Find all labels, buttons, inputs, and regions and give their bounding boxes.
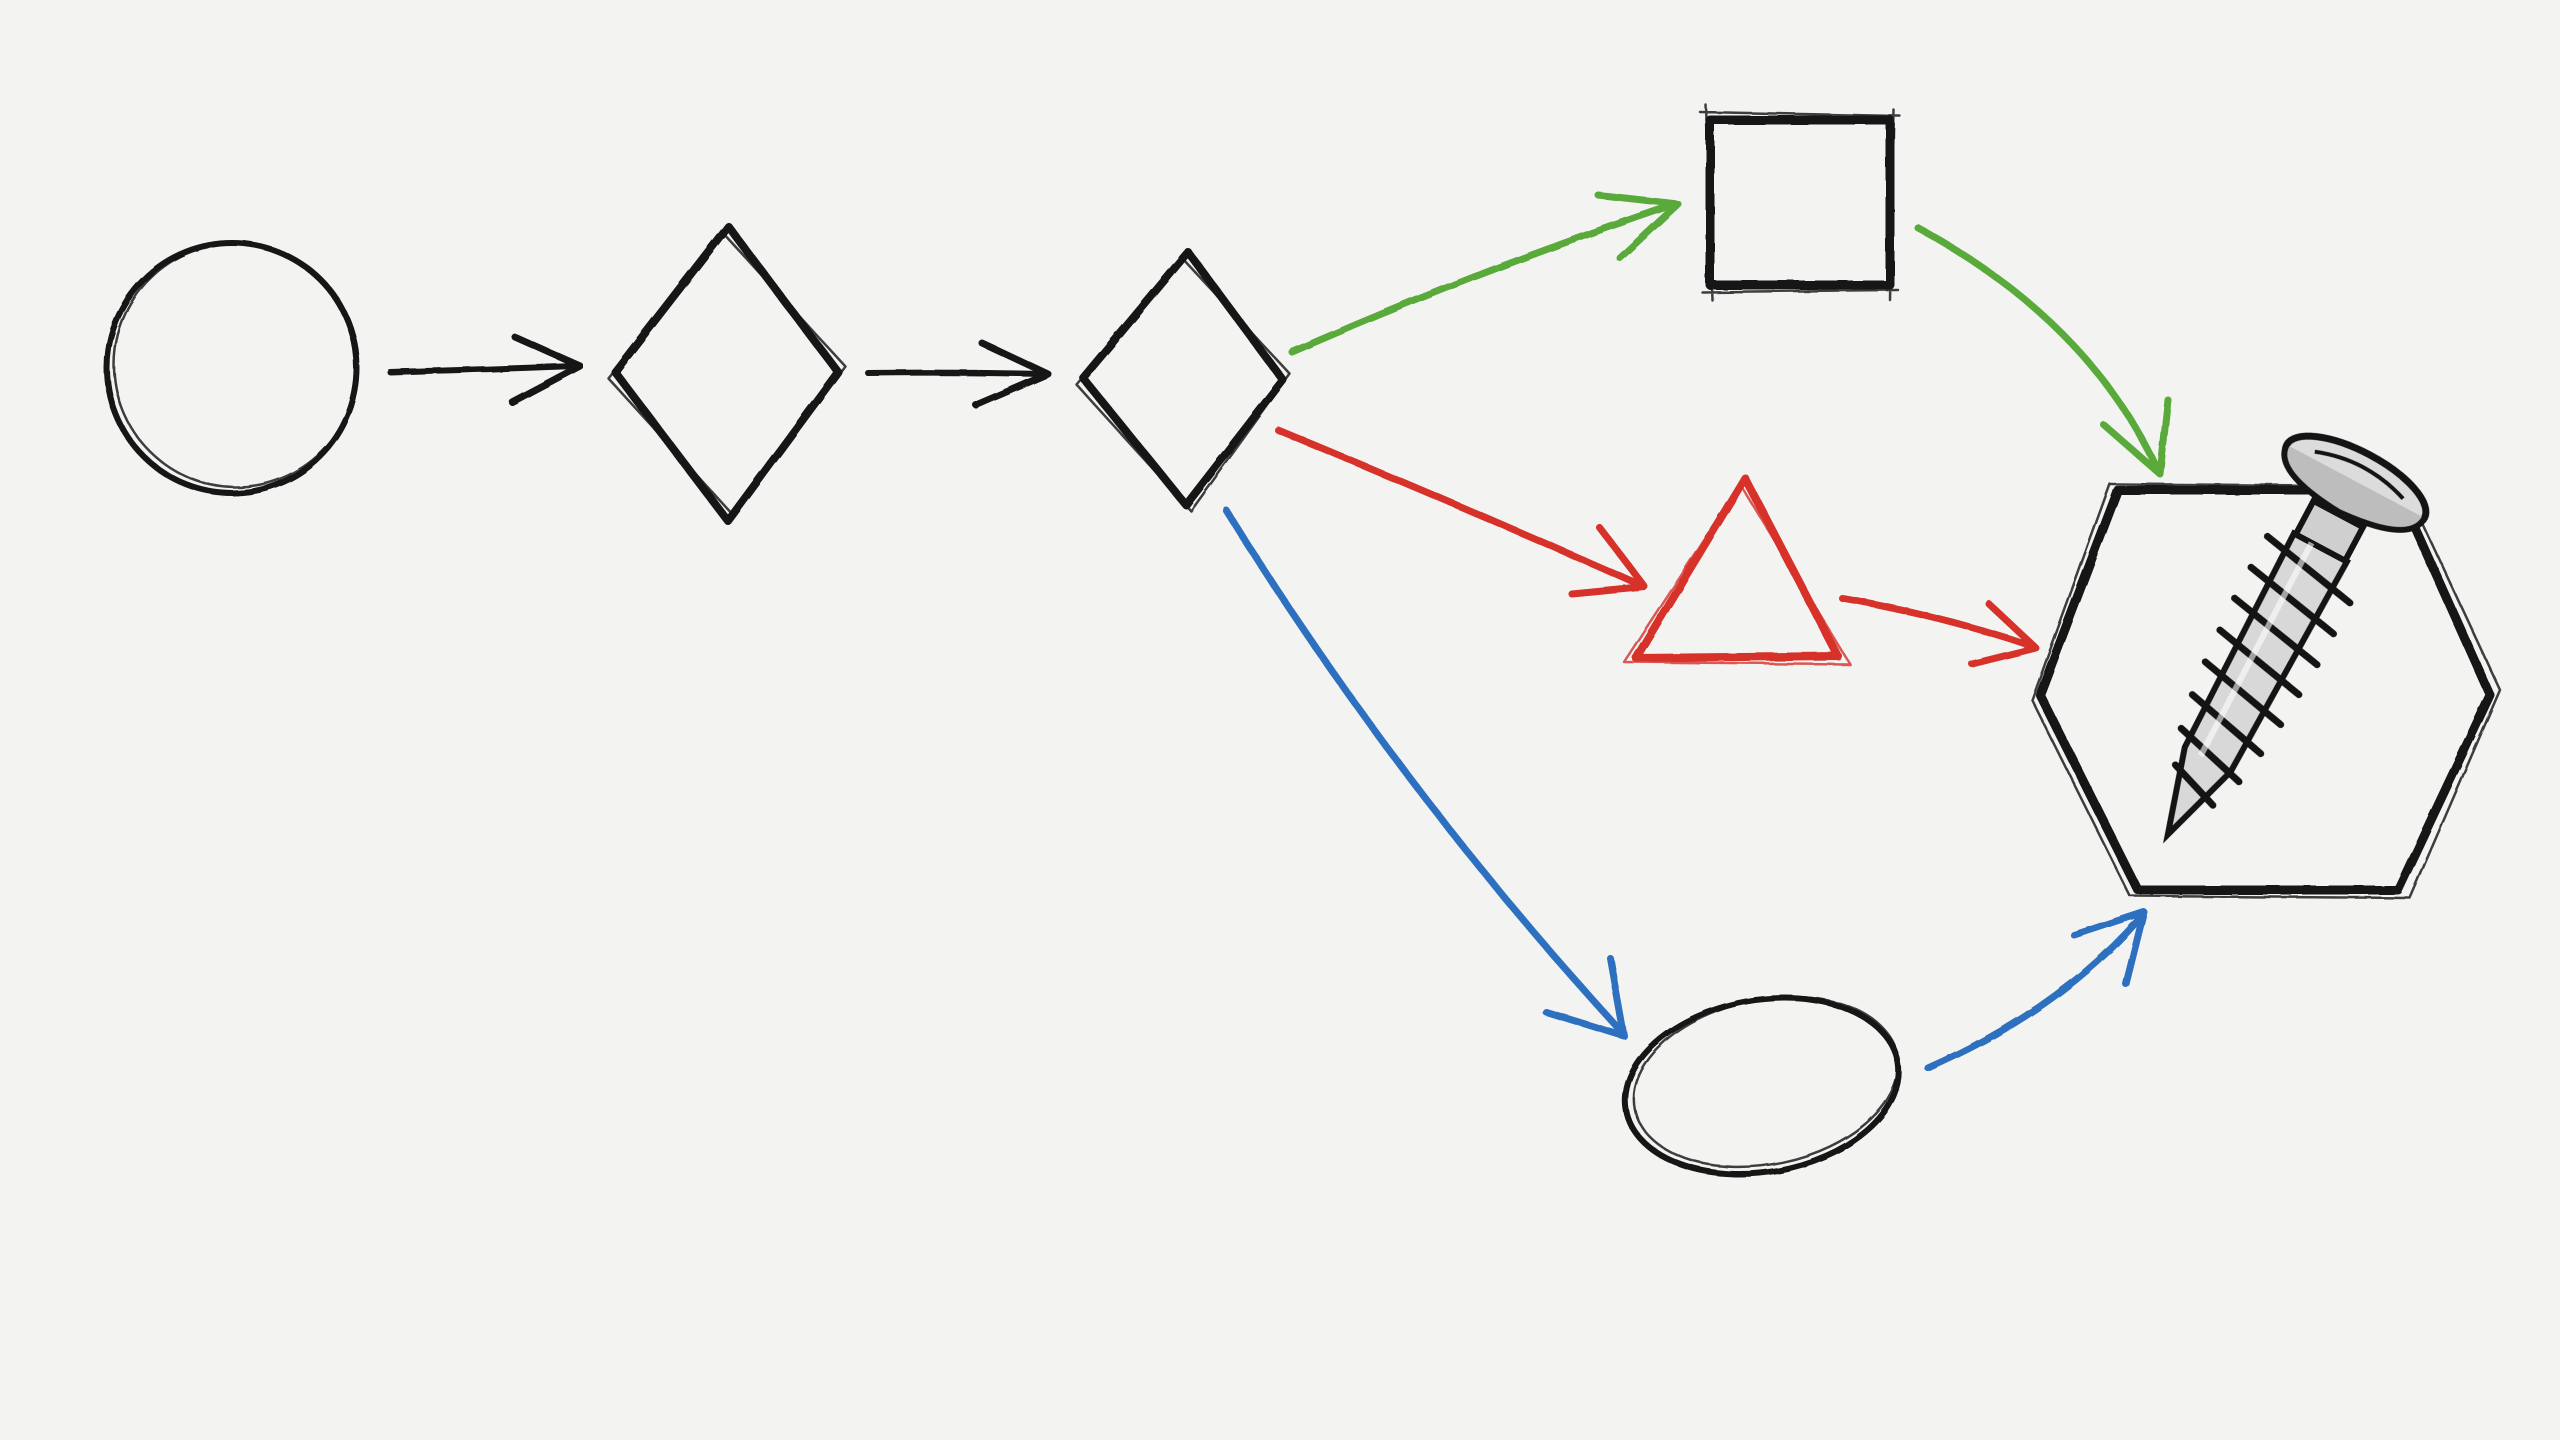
node-ellipse[interactable] — [1611, 974, 1914, 1195]
arrow-decision-2-to-ellipse — [1222, 506, 1628, 1040]
node-decision-1-diamond[interactable] — [606, 222, 847, 525]
node-triangle[interactable] — [1622, 474, 1852, 666]
node-start-circle[interactable] — [104, 240, 360, 496]
arrow-decision-2-to-square — [1288, 191, 1682, 356]
arrow-square-to-end — [1914, 224, 2172, 478]
node-decision-2-diamond[interactable] — [1074, 248, 1292, 513]
arrow-ellipse-to-end — [1924, 908, 2148, 1072]
arrow-triangle-to-end — [1838, 594, 2040, 668]
node-square[interactable] — [1698, 103, 1902, 302]
arrow-decision-1-to-decision-2 — [865, 339, 1052, 409]
screw-icon — [2163, 432, 2430, 844]
arrow-decision-2-to-triangle — [1274, 426, 1649, 598]
arrow-start-to-decision-1 — [387, 333, 584, 406]
